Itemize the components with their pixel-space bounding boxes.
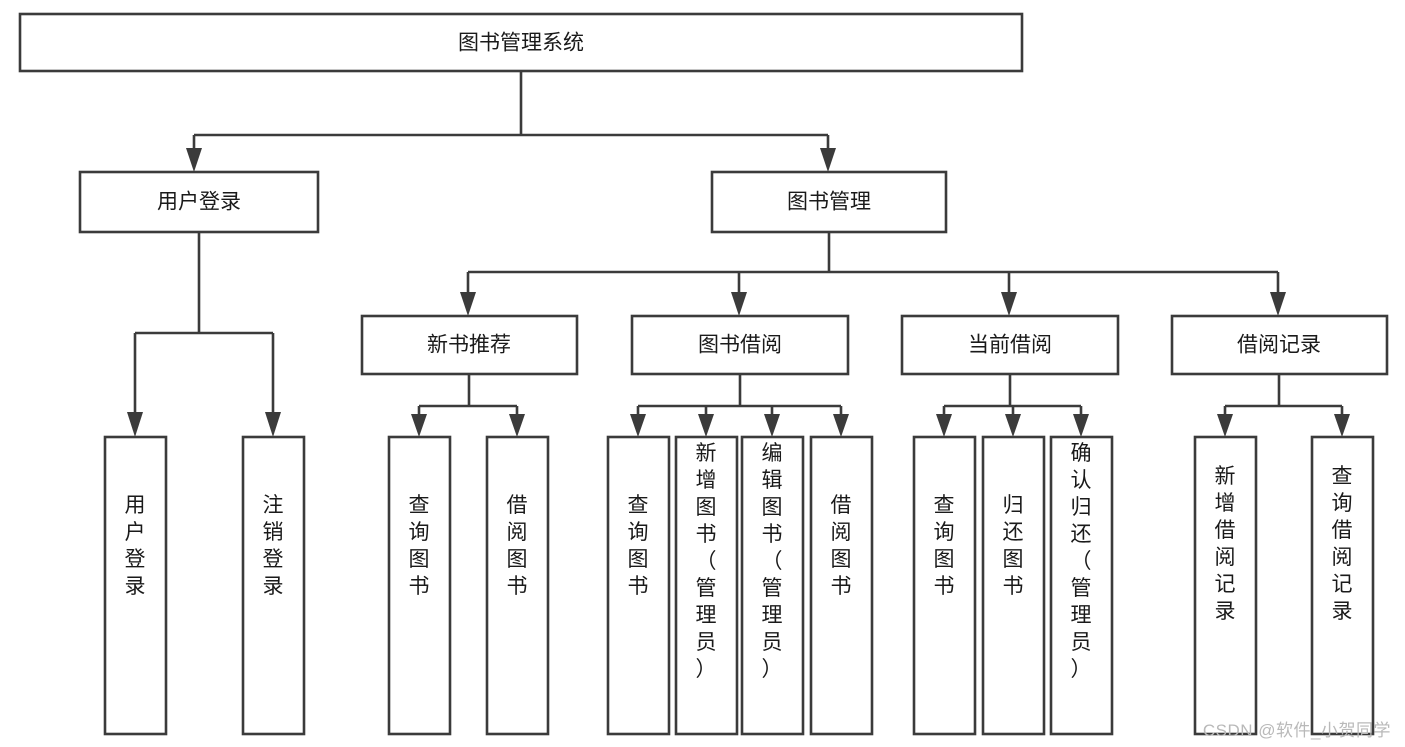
arrowhead-leaf-query-book-2: [630, 414, 646, 437]
node-leaf-confirm-return-box[interactable]: [1049, 435, 1114, 736]
arrowhead-leaf-confirm-return: [1073, 414, 1089, 437]
node-leaf-user-login-label: 用户登录: [125, 494, 146, 598]
arrowhead-leaf-borrow-book-2: [833, 414, 849, 437]
arrowhead-book-manage: [820, 148, 836, 172]
arrowhead-borrow-record: [1270, 292, 1286, 316]
connector-layer: [127, 71, 1350, 437]
node-leaf-add-book[interactable]: 新增图书（管理员）: [674, 435, 739, 736]
node-leaf-logout-login[interactable]: 注销登录: [241, 435, 306, 736]
node-book-borrow-label: 图书借阅: [698, 334, 782, 357]
node-book-manage[interactable]: 图书管理: [710, 170, 948, 234]
node-leaf-logout-login-box[interactable]: [241, 435, 306, 736]
node-leaf-borrow-book-2[interactable]: 借阅图书: [809, 435, 874, 736]
node-book-manage-box[interactable]: [710, 170, 948, 234]
node-leaf-borrow-book-1-box[interactable]: [485, 435, 550, 736]
node-borrow-record[interactable]: 借阅记录: [1170, 314, 1389, 376]
node-leaf-query-book-1[interactable]: 查询图书: [387, 435, 452, 736]
node-leaf-query-book-3-box[interactable]: [912, 435, 977, 736]
node-leaf-borrow-book-2-label: 借阅图书: [831, 494, 852, 598]
arrowhead-leaf-add-record: [1217, 414, 1233, 437]
node-new-book-recommend[interactable]: 新书推荐: [360, 314, 579, 376]
node-user-login-box[interactable]: [78, 170, 320, 234]
node-new-book-recommend-label: 新书推荐: [427, 334, 511, 357]
node-leaf-edit-book[interactable]: 编辑图书（管理员）: [740, 435, 805, 736]
node-leaf-query-book-1-label: 查询图书: [409, 494, 430, 598]
node-leaf-add-book-box[interactable]: [674, 435, 739, 736]
node-leaf-edit-book-box[interactable]: [740, 435, 805, 736]
node-leaf-return-book-box[interactable]: [981, 435, 1046, 736]
arrowhead-current-borrow: [1001, 292, 1017, 316]
node-leaf-user-login[interactable]: 用户登录: [103, 435, 168, 736]
node-book-manage-label: 图书管理: [787, 191, 871, 214]
node-leaf-user-login-box[interactable]: [103, 435, 168, 736]
arrowhead-leaf-query-book-1: [411, 414, 427, 437]
node-user-login-label: 用户登录: [157, 191, 241, 214]
node-leaf-add-record[interactable]: 新增借阅记录: [1193, 435, 1258, 736]
node-leaf-edit-book-label: 编辑图书（管理员）: [762, 442, 783, 681]
node-leaf-return-book-label: 归还图书: [1003, 494, 1024, 598]
node-leaf-logout-login-label: 注销登录: [263, 494, 284, 598]
node-new-book-recommend-box[interactable]: [360, 314, 579, 376]
arrowhead-book-borrow: [731, 292, 747, 316]
node-book-borrow-box[interactable]: [630, 314, 850, 376]
node-leaf-borrow-book-1-label: 借阅图书: [507, 494, 528, 598]
node-current-borrow-box[interactable]: [900, 314, 1120, 376]
node-leaf-add-book-label: 新增图书（管理员）: [696, 442, 717, 681]
arrowhead-leaf-add-book: [698, 414, 714, 437]
node-leaf-query-book-2-label: 查询图书: [628, 494, 649, 598]
arrowhead-leaf-logout-login: [265, 412, 281, 437]
node-leaf-add-record-box[interactable]: [1193, 435, 1258, 736]
node-leaf-add-record-label: 新增借阅记录: [1215, 465, 1236, 623]
node-leaf-query-book-2[interactable]: 查询图书: [606, 435, 671, 736]
csdn-watermark: CSDN @软件_小贺同学: [1202, 721, 1391, 740]
node-leaf-query-record[interactable]: 查询借阅记录: [1310, 435, 1375, 736]
node-root-box[interactable]: [18, 12, 1024, 73]
node-leaf-borrow-book-1[interactable]: 借阅图书: [485, 435, 550, 736]
arrowhead-user-login: [186, 148, 202, 172]
arrowhead-leaf-query-book-3: [936, 414, 952, 437]
arrowhead-new-book-recommend: [460, 292, 476, 316]
node-leaf-query-book-3[interactable]: 查询图书: [912, 435, 977, 736]
node-root[interactable]: 图书管理系统: [18, 12, 1024, 73]
node-leaf-query-record-label: 查询借阅记录: [1332, 465, 1353, 623]
node-leaf-query-record-box[interactable]: [1310, 435, 1375, 736]
node-current-borrow-label: 当前借阅: [968, 334, 1052, 357]
node-leaf-query-book-3-label: 查询图书: [934, 494, 955, 598]
node-leaf-query-book-2-box[interactable]: [606, 435, 671, 736]
node-root-label: 图书管理系统: [458, 32, 584, 55]
node-leaf-return-book[interactable]: 归还图书: [981, 435, 1046, 736]
node-leaf-confirm-return[interactable]: 确认归还（管理员）: [1049, 435, 1114, 736]
node-borrow-record-label: 借阅记录: [1237, 334, 1321, 357]
arrowhead-leaf-edit-book: [764, 414, 780, 437]
arrowhead-leaf-user-login: [127, 412, 143, 437]
node-leaf-borrow-book-2-box[interactable]: [809, 435, 874, 736]
node-leaf-confirm-return-label: 确认归还（管理员）: [1071, 442, 1092, 681]
node-borrow-record-box[interactable]: [1170, 314, 1389, 376]
node-leaf-query-book-1-box[interactable]: [387, 435, 452, 736]
arrowhead-leaf-borrow-book-1: [509, 414, 525, 437]
node-current-borrow[interactable]: 当前借阅: [900, 314, 1120, 376]
arrowhead-leaf-query-record: [1334, 414, 1350, 437]
arrowhead-leaf-return-book: [1005, 414, 1021, 437]
node-user-login[interactable]: 用户登录: [78, 170, 320, 234]
node-book-borrow[interactable]: 图书借阅: [630, 314, 850, 376]
